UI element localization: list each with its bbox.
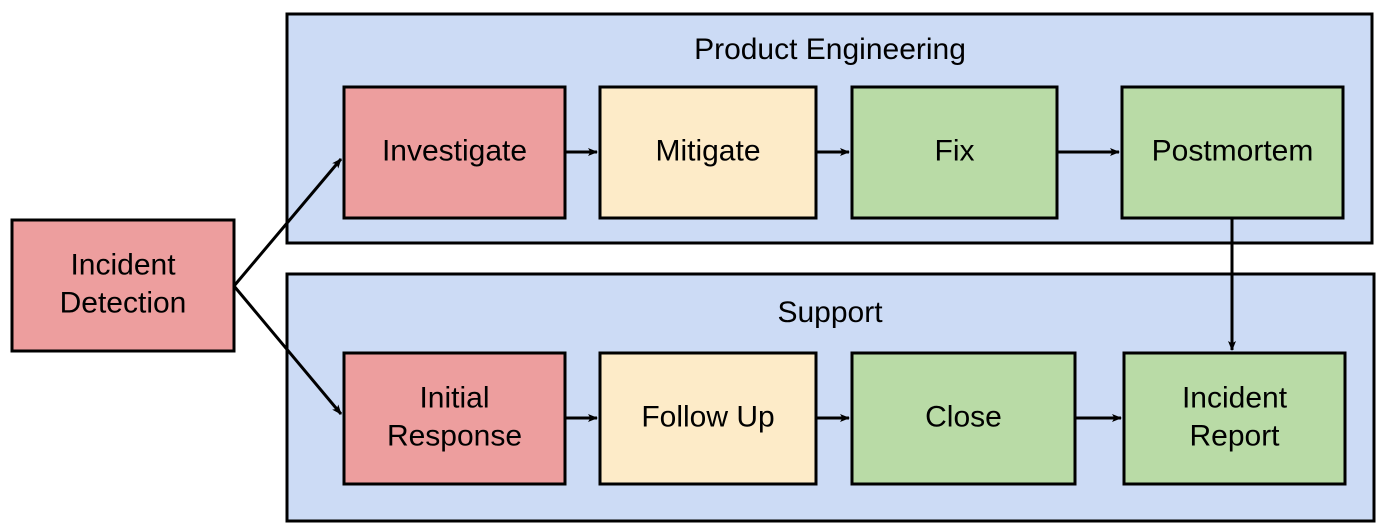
node-label-incident-report: Incident (1182, 381, 1288, 414)
node-shape-close (850, 351, 1077, 486)
node-label-incident-detection: Incident (70, 248, 176, 281)
node-mitigate[interactable]: Mitigate (598, 85, 818, 220)
node-investigate[interactable]: Investigate (342, 85, 567, 220)
node-label-fix: Fix (935, 134, 975, 167)
node-shape-incident-report (1122, 351, 1347, 486)
node-label-follow-up: Follow Up (641, 400, 774, 433)
edge-detection-to-investigate (232, 158, 343, 287)
node-postmortem[interactable]: Postmortem (1120, 85, 1345, 220)
node-label-postmortem: Postmortem (1152, 134, 1314, 167)
node-label-initial-response: Response (387, 419, 522, 452)
node-label-investigate: Investigate (382, 134, 527, 167)
node-follow-up[interactable]: Follow Up (598, 351, 818, 486)
node-shape-follow-up (598, 351, 818, 486)
node-shape-fix (850, 85, 1059, 220)
edges-layer (232, 148, 1236, 422)
node-label-initial-response: Initial (419, 381, 489, 414)
node-shape-postmortem (1120, 85, 1345, 220)
node-shape-incident-detection (10, 218, 236, 353)
node-label-incident-detection: Detection (60, 286, 187, 319)
lane-title-product-engineering: Product Engineering (694, 33, 966, 66)
node-label-close: Close (925, 400, 1002, 433)
edge-detection-to-initial-response (232, 285, 343, 415)
node-label-incident-report: Report (1189, 419, 1280, 452)
node-shape-mitigate (598, 85, 818, 220)
node-fix[interactable]: Fix (850, 85, 1059, 220)
lane-title-support: Support (777, 296, 883, 329)
node-shape-investigate (342, 85, 567, 220)
node-shape-initial-response (342, 351, 567, 486)
node-close[interactable]: Close (850, 351, 1077, 486)
node-label-mitigate: Mitigate (655, 134, 760, 167)
